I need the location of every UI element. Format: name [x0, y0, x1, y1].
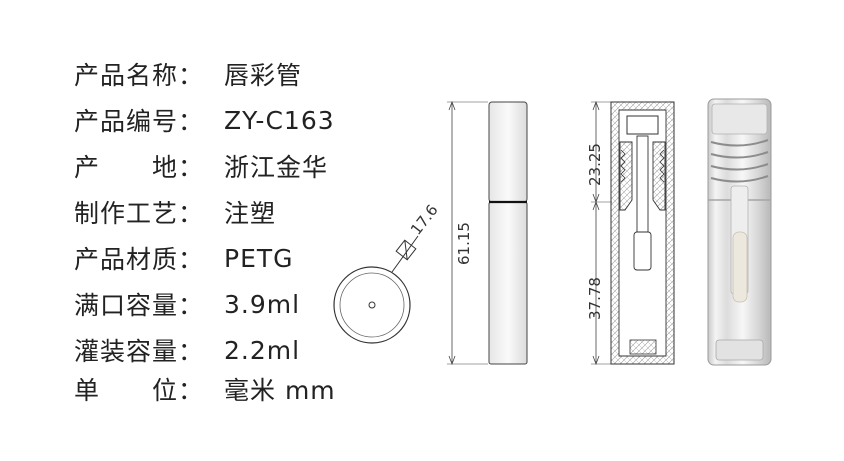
diameter-label: 17.6	[407, 201, 442, 238]
top-view-inner-circle	[339, 272, 405, 338]
spec-row-process: 制作工艺： 注塑	[74, 192, 276, 232]
applicator-tip	[732, 231, 748, 303]
top-view-outer-circle	[333, 266, 411, 344]
top-view: 17.6	[333, 201, 442, 344]
section-applicator	[633, 231, 652, 271]
spec-label: 制作工艺：	[74, 199, 205, 228]
spec-value: PETG	[224, 243, 294, 273]
cap-outline	[488, 101, 528, 203]
base-height-label: 37.78	[586, 277, 604, 320]
diameter-leader	[391, 235, 419, 273]
tube-top	[711, 103, 768, 135]
spec-row-full-capacity: 满口容量： 3.9ml	[74, 284, 300, 324]
spec-label: 单 位：	[74, 376, 205, 405]
spec-label: 产品材质：	[74, 245, 205, 274]
spec-row-name: 产品名称： 唇彩管	[74, 54, 302, 94]
side-view: 61.15	[447, 100, 528, 366]
spec-row-material: 产品材质： PETG	[74, 238, 294, 278]
spec-value: 唇彩管	[224, 61, 303, 90]
base-outline	[488, 201, 528, 365]
spec-value: 注塑	[224, 199, 277, 228]
spec-label: 产品名称：	[74, 61, 205, 90]
diameter-symbol	[395, 239, 417, 261]
spec-label: 产 地：	[74, 153, 205, 182]
spec-value: 3.9ml	[224, 289, 301, 319]
spec-label: 满口容量：	[74, 291, 205, 320]
spec-row-code: 产品编号： ZY-C163	[74, 100, 335, 140]
section-wand	[636, 135, 649, 247]
spec-row-fill-capacity: 灌装容量： 2.2ml	[74, 330, 300, 370]
spec-row-unit: 单 位： 毫米 mm	[74, 369, 336, 409]
section-neck	[626, 115, 659, 135]
tube-base	[715, 339, 764, 361]
spec-value: 2.2ml	[224, 335, 301, 365]
product-photo	[707, 98, 772, 366]
total-height-label: 61.15	[455, 222, 473, 265]
spec-value: 浙江金华	[224, 153, 329, 182]
thread-lines	[710, 139, 769, 183]
section-view: 23.25 37.78	[586, 100, 675, 366]
spec-label: 灌装容量：	[74, 337, 205, 366]
spec-label: 产品编号：	[74, 107, 205, 136]
cap-height-label: 23.25	[586, 143, 604, 186]
spec-value: ZY-C163	[224, 105, 335, 135]
spec-value: 毫米 mm	[224, 376, 336, 405]
top-view-center	[368, 301, 376, 309]
spec-row-origin: 产 地： 浙江金华	[74, 146, 328, 186]
